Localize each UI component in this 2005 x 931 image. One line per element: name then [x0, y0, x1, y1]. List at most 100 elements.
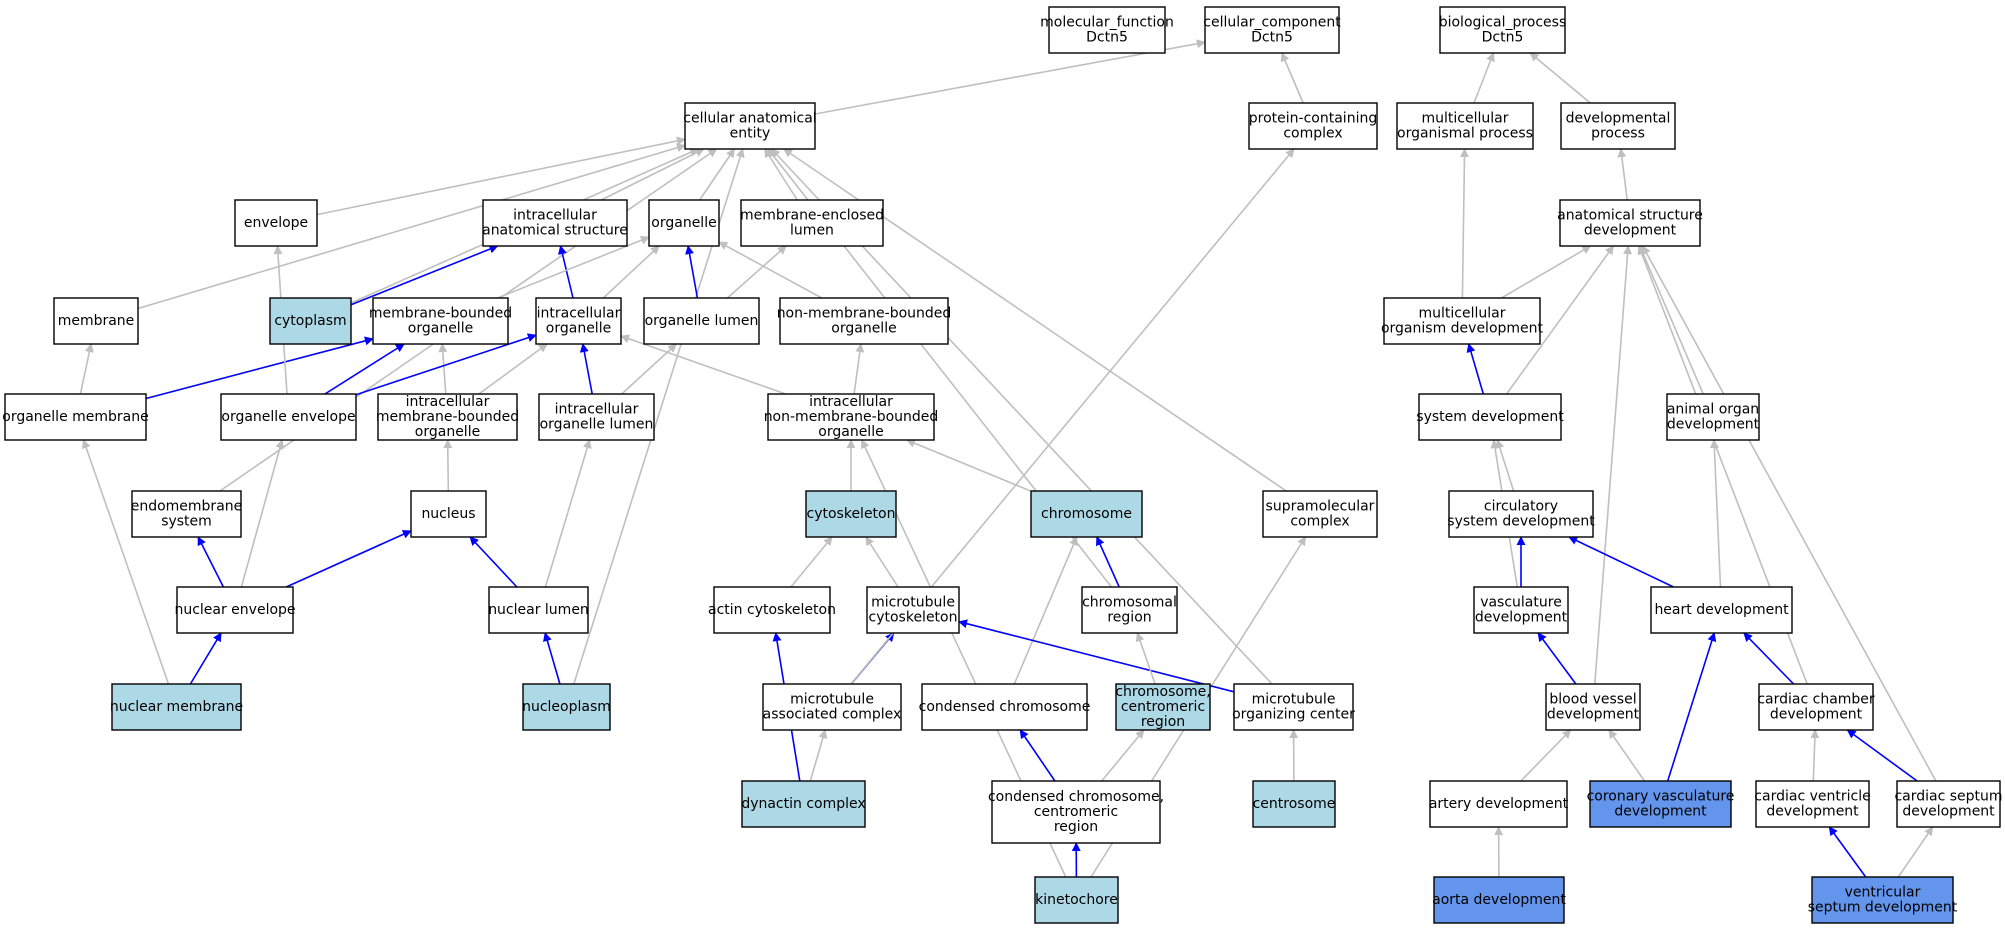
node-csk[interactable]: cytoskeleton: [805, 490, 897, 538]
node-box: [805, 490, 897, 538]
node-box: [1248, 102, 1378, 150]
edge-nm-to-ne: [189, 632, 222, 685]
node-label-line: development: [1614, 804, 1707, 820]
node-acs[interactable]: actin cytoskeleton: [708, 586, 836, 634]
node-dc[interactable]: dynactin complex: [741, 780, 866, 828]
node-label-line: non-membrane-bounded: [764, 409, 939, 425]
node-label-line: animal organ: [1667, 402, 1759, 418]
node-cchr[interactable]: condensed chromosome: [919, 683, 1091, 731]
node-cyto[interactable]: cytoplasm: [269, 297, 352, 345]
edge-hd-to-csd: [1568, 536, 1674, 588]
node-box: [1650, 586, 1793, 634]
node-label-line: organelle: [546, 321, 611, 337]
edge-ol-to-mel: [726, 245, 787, 299]
node-nm[interactable]: nuclear membrane: [110, 683, 243, 731]
node-hd[interactable]: heart development: [1650, 586, 1793, 634]
node-label-line: nuclear membrane: [110, 699, 243, 715]
node-label-line: artery development: [1429, 796, 1569, 812]
node-box: [1666, 393, 1760, 441]
node-label-line: coronary vasculature: [1587, 789, 1735, 805]
node-box: [538, 393, 655, 441]
node-box: [1252, 780, 1336, 828]
node-ad[interactable]: artery development: [1429, 780, 1569, 828]
node-mem[interactable]: membrane: [53, 297, 139, 345]
edge-bvd-to-asd: [1594, 245, 1633, 685]
node-box: [377, 393, 518, 441]
node-org[interactable]: organelle: [648, 199, 720, 247]
edge-csepd-to-ccd: [1846, 729, 1918, 782]
node-kin[interactable]: kinetochore: [1034, 876, 1119, 924]
node-box: [713, 586, 831, 634]
node-label-line: blood vessel: [1549, 692, 1636, 708]
node-box: [1396, 102, 1534, 150]
node-box: [1545, 683, 1641, 731]
node-ne[interactable]: nuclear envelope: [174, 586, 296, 634]
edge-chr-to-inmbo: [905, 438, 1032, 492]
node-box: [767, 393, 935, 441]
edge-dc-to-mac: [809, 729, 828, 782]
node-np[interactable]: nucleoplasm: [522, 683, 611, 731]
node-label-line: kinetochore: [1035, 892, 1118, 908]
node-label-line: non-membrane-bounded: [777, 306, 952, 322]
node-nuc[interactable]: nucleus: [410, 490, 487, 538]
node-label-line: development: [1770, 707, 1863, 723]
node-label-line: organism development: [1381, 321, 1544, 337]
edge-iol-to-ol: [621, 343, 677, 395]
node-box: [1081, 586, 1178, 634]
edge-mel-to-cae: [764, 148, 798, 201]
node-label-line: nucleus: [421, 506, 475, 522]
node-nl[interactable]: nuclear lumen: [488, 586, 589, 634]
node-sd[interactable]: system development: [1416, 393, 1564, 441]
node-box: [1589, 780, 1732, 828]
node-box: [1048, 6, 1166, 54]
node-chr[interactable]: chromosome: [1030, 490, 1143, 538]
node-label-line: microtubule: [1252, 692, 1336, 708]
node-ol[interactable]: organelle lumen: [643, 297, 760, 345]
node-om[interactable]: organelle membrane: [2, 393, 149, 441]
node-aod2[interactable]: aorta development: [1432, 876, 1566, 924]
node-cs[interactable]: centrosome: [1252, 780, 1336, 828]
node-box: [1448, 490, 1594, 538]
node-label-line: developmental: [1566, 111, 1671, 127]
edge-chrr-to-chr: [1096, 536, 1120, 588]
node-env[interactable]: envelope: [234, 199, 318, 247]
node-label-line: organizing center: [1232, 707, 1355, 723]
node-box: [684, 102, 816, 150]
node-inmbo[interactable]: intracellularnon-membrane-boundedorganel…: [764, 393, 939, 441]
node-box: [1755, 780, 1870, 828]
node-oe[interactable]: organelle envelope: [220, 393, 357, 441]
